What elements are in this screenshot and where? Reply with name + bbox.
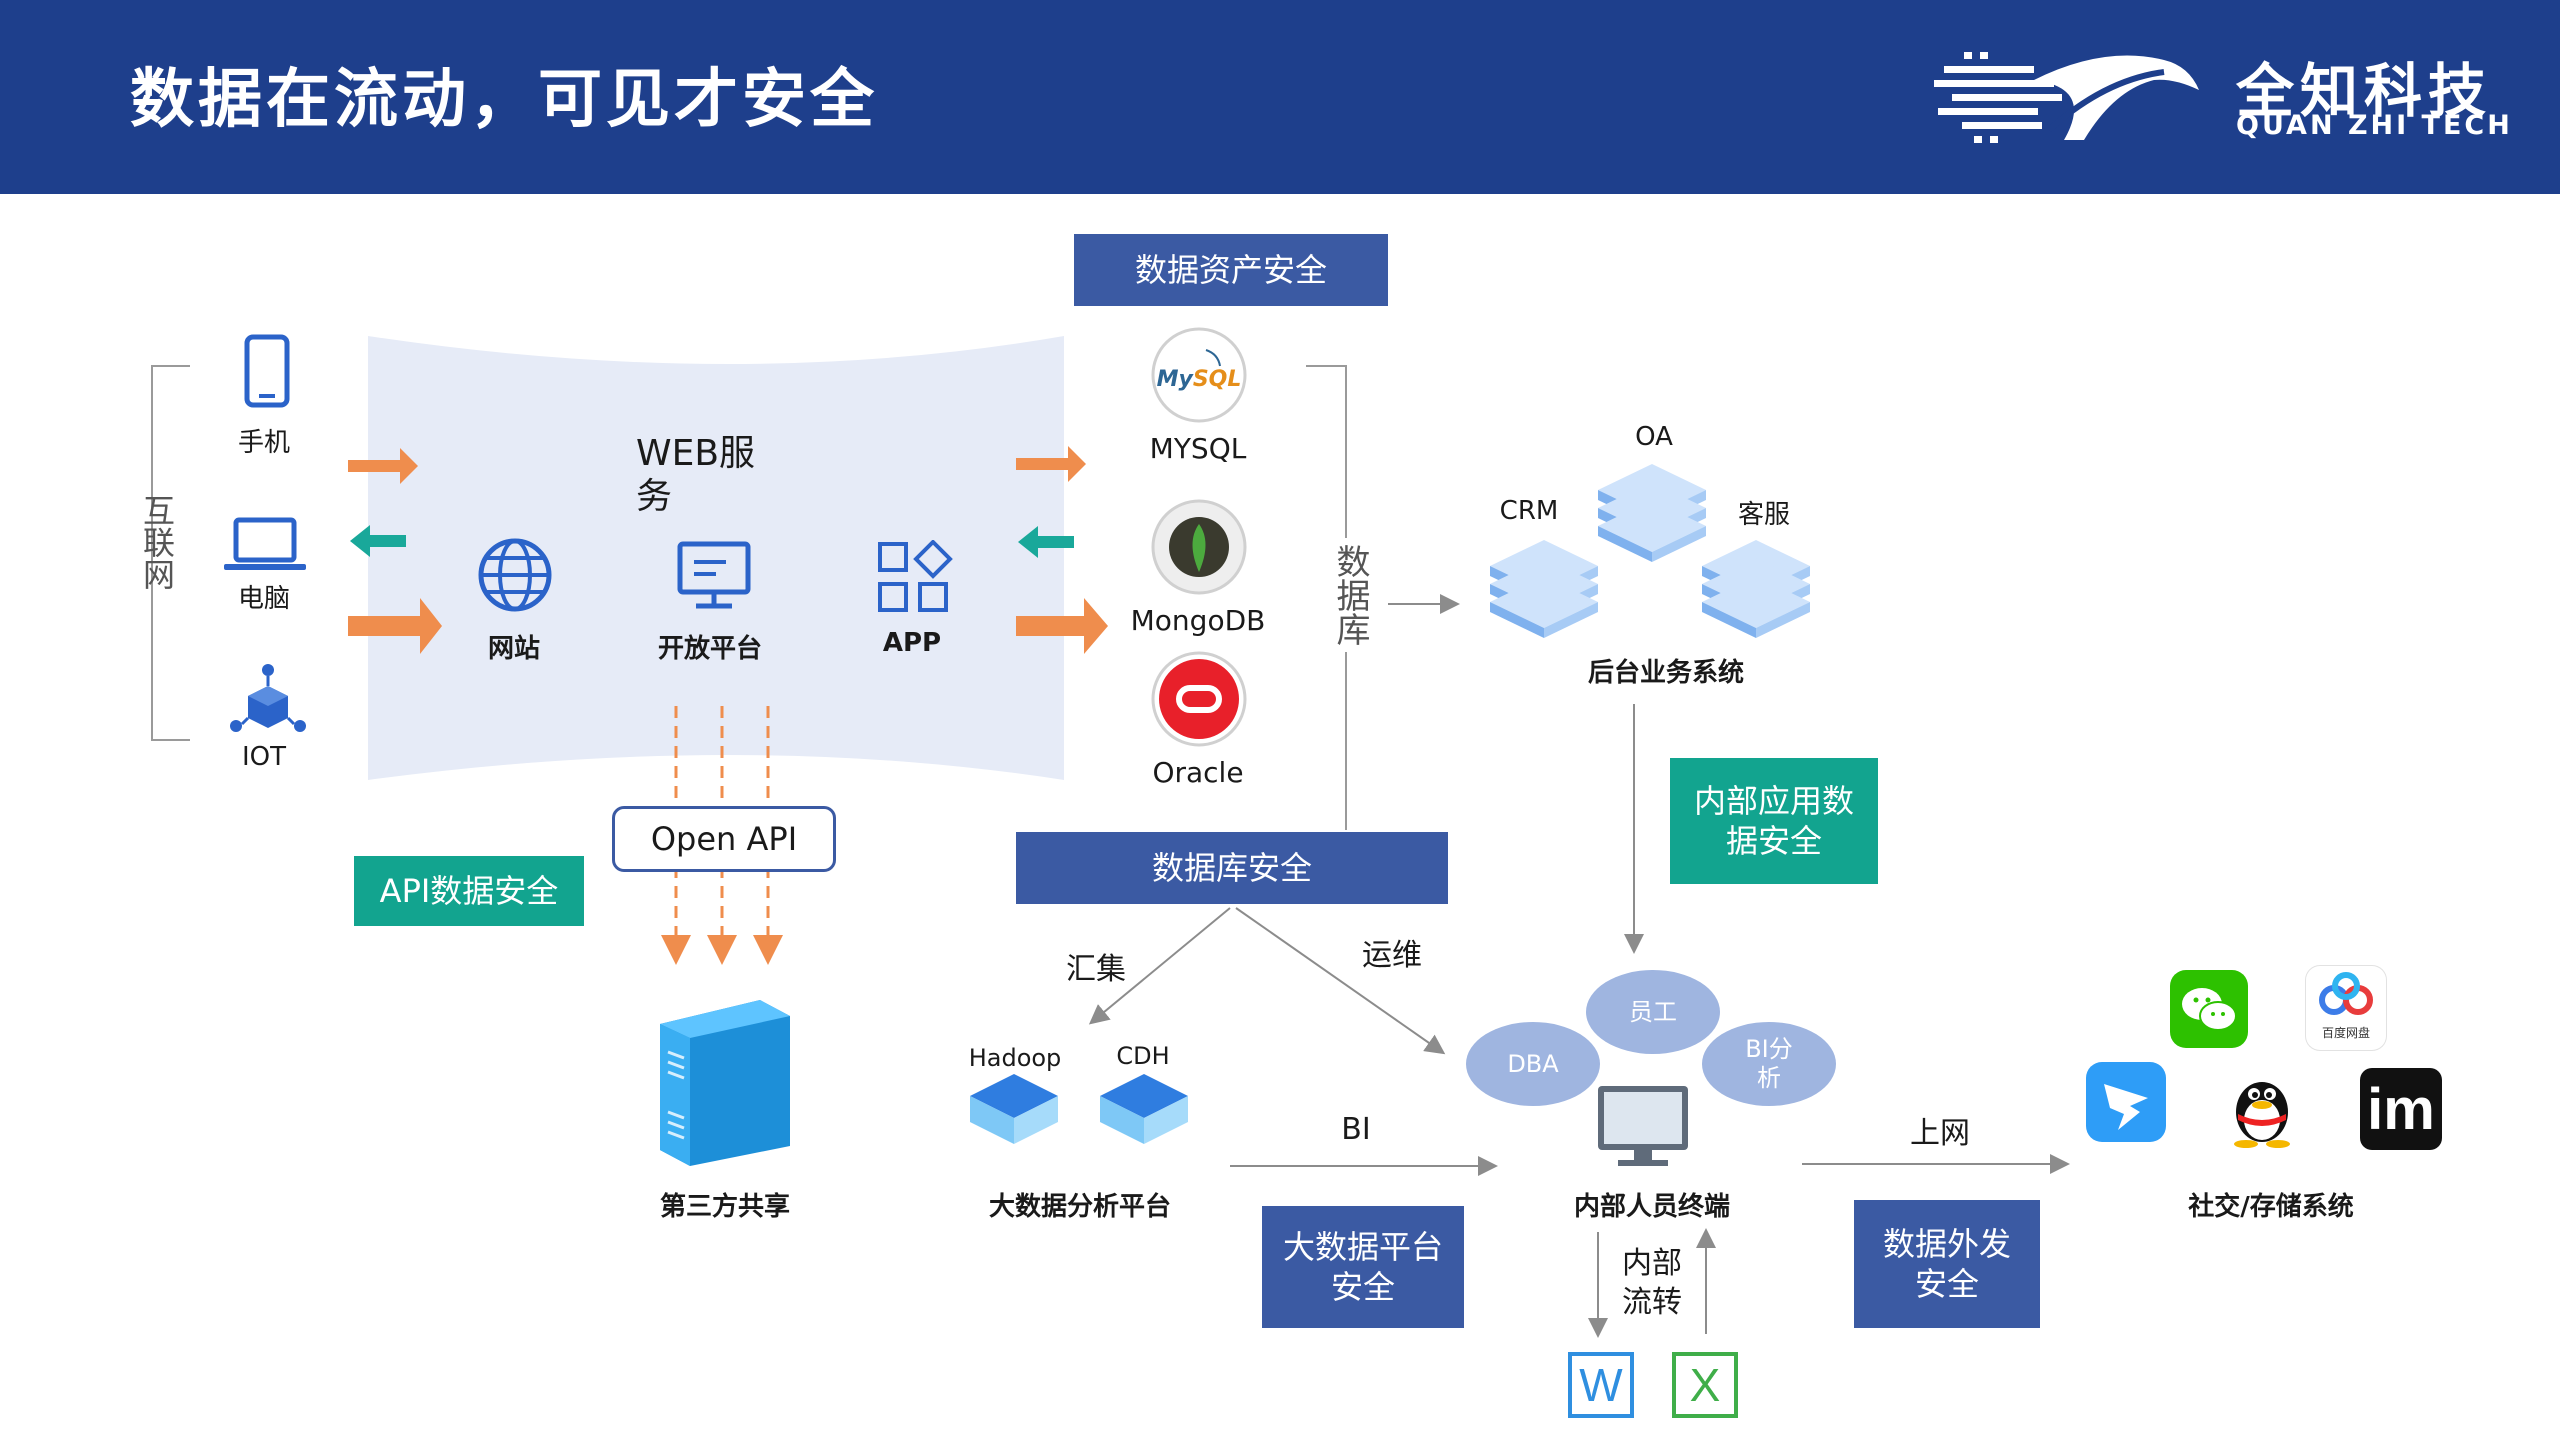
arrow-web-to-db-2 (1016, 598, 1108, 654)
device-label-laptop: 电脑 (237, 584, 290, 614)
arrow-device-to-web-2 (348, 598, 442, 654)
server-layer-2-face-2 (1544, 602, 1598, 638)
im-icon: im (2360, 1068, 2442, 1150)
mongodb-logo-icon (1151, 499, 1247, 595)
device-label-phone: 手机 (237, 428, 290, 458)
server-stack-kefu-icon (1702, 540, 1810, 638)
bi-label: BI (1341, 1112, 1371, 1147)
word-file-icon: W (1568, 1352, 1634, 1418)
svg-text:MySQL: MySQL (1157, 367, 1242, 392)
role-dba: DBA (1466, 1022, 1600, 1106)
app-grid-icon (878, 540, 953, 612)
dingtalk-icon (2086, 1062, 2166, 1142)
web-service-panel (368, 336, 1064, 780)
web-label-open-platform: 开放平台 (657, 634, 762, 664)
baidu-netdisk-icon: 百度网盘 (2306, 966, 2386, 1050)
iot-icon (230, 664, 306, 732)
web-title: WEB服务 (636, 433, 756, 518)
web-label-app: APP (882, 628, 942, 658)
internet-bracket-label: 互联网 (138, 494, 176, 590)
third-party-label: 第三方共享 (659, 1192, 790, 1222)
server-stack-oa-icon (1598, 464, 1706, 562)
cube-cdh-icon (1100, 1074, 1188, 1144)
header-bar (0, 0, 2560, 194)
security-box-api: API数据安全 (354, 856, 584, 926)
security-box-bigdata: 大数据平台安全 (1262, 1206, 1464, 1328)
bigdata-node-cdh: CDH (1116, 1042, 1170, 1070)
backend-node-kefu: 客服 (1737, 500, 1790, 530)
backend-node-oa: OA (1635, 422, 1673, 452)
device-label-iot: IOT (241, 742, 286, 772)
backend-label: 后台业务系统 (1587, 658, 1744, 688)
cube-hadoop-icon (970, 1074, 1058, 1144)
terminal-label: 内部人员终端 (1573, 1192, 1730, 1222)
backend-node-crm: CRM (1499, 496, 1559, 526)
bigdata-label: 大数据分析平台 (988, 1192, 1171, 1222)
qq-icon (2234, 1082, 2290, 1148)
security-box-internal-app: 内部应用数据安全 (1670, 758, 1878, 884)
role-bi-analysis: BI分析 (1702, 1022, 1836, 1106)
server-layer-2-face-2 (1652, 526, 1706, 562)
page-title: 数据在流动，可见才安全 (130, 63, 878, 137)
database-bracket (1306, 365, 1347, 830)
server-icon (660, 1000, 790, 1166)
laptop-icon (224, 517, 306, 570)
arrow-web-to-device (350, 525, 406, 557)
security-box-external: 数据外发安全 (1854, 1200, 2040, 1328)
db-label-mongodb: MongoDB (1130, 604, 1266, 637)
arrow-web-to-db-1 (1016, 446, 1086, 482)
open-api-box: Open API (612, 806, 836, 872)
ops-label: 运维 (1362, 938, 1422, 973)
monitor-icon (677, 541, 751, 609)
brand-name-en: QUAN ZHI TECH (2236, 110, 2513, 141)
server-layer-2-face-2 (1756, 602, 1810, 638)
server-stack-crm-icon (1490, 540, 1598, 638)
external-label: 社交/存储系统 (2188, 1192, 2354, 1222)
arrow-ops (1235, 907, 1446, 1055)
internet-bracket (151, 365, 190, 741)
db-label-mysql: MYSQL (1149, 432, 1247, 465)
brand-logo-icon (1934, 52, 2199, 143)
arrow-db-to-web (1018, 526, 1074, 558)
excel-file-letter: X (1689, 1359, 1721, 1411)
web-label-site: 网站 (487, 634, 540, 664)
security-box-asset: 数据资产安全 (1074, 234, 1388, 306)
internal-flow-text: 内部流转 (1622, 1246, 1682, 1320)
internal-flow-label: 内部流转 (1612, 1244, 1692, 1322)
phone-icon (244, 334, 290, 408)
mysql-logo-icon: MySQL (1151, 327, 1247, 423)
baidu-netdisk-text: 百度网盘 (2321, 1026, 2370, 1040)
server-layer-2-face-1 (1490, 602, 1544, 638)
database-bracket-label: 数据库 (1326, 538, 1375, 652)
arrow-collect (1088, 907, 1231, 1025)
globe-icon (478, 538, 552, 612)
baidu-cloud-shape (2319, 972, 2373, 1015)
security-box-db: 数据库安全 (1016, 832, 1448, 904)
collect-label: 汇集 (1066, 952, 1126, 987)
server-layer-2-face-1 (1702, 602, 1756, 638)
role-employee: 员工 (1586, 970, 1720, 1054)
word-file-letter: W (1579, 1359, 1623, 1411)
oracle-logo-icon (1151, 651, 1247, 747)
excel-file-icon: X (1672, 1352, 1738, 1418)
db-label-oracle: Oracle (1152, 756, 1244, 789)
brand-name-cn: 全知科技 (2236, 57, 2493, 125)
terminal-monitor-icon (1598, 1086, 1688, 1166)
bigdata-node-hadoop: Hadoop (968, 1044, 1062, 1072)
upload-label: 上网 (1910, 1116, 1970, 1151)
server-layer-2-face-1 (1598, 526, 1652, 562)
wechat-icon (2170, 970, 2248, 1048)
arrow-device-to-web-1 (348, 448, 418, 484)
im-icon-text: im (2367, 1076, 2435, 1142)
